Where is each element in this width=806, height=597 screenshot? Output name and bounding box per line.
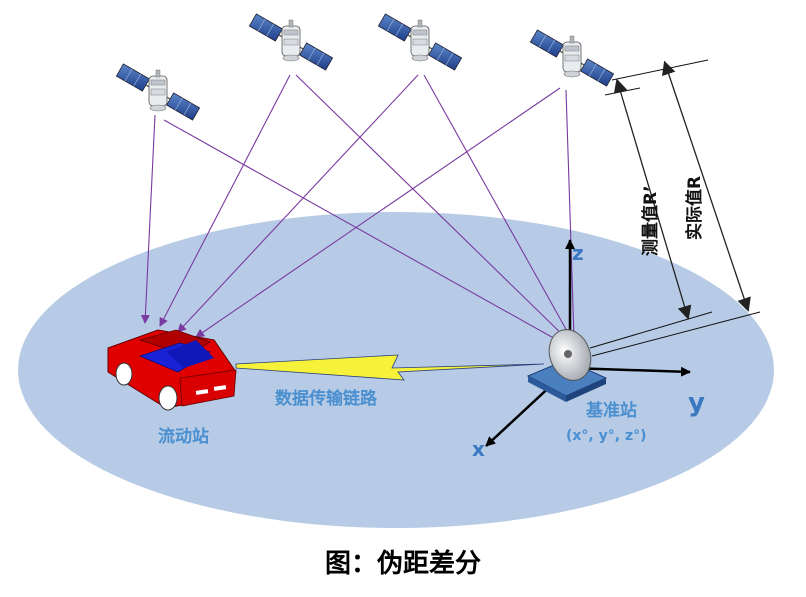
figure-caption: 图：伪距差分 [325, 548, 481, 579]
axis-z-label: z [572, 241, 584, 265]
actual-value-label: 实际值R [684, 176, 705, 240]
measured-value-label: 测量值R’ [640, 185, 661, 256]
satellite-2-icon [248, 13, 334, 71]
axis-x-label: x [472, 437, 485, 461]
base-label: 基准站 [585, 400, 637, 421]
base-station-dish-icon [526, 329, 608, 402]
range-measurement [589, 59, 761, 357]
data-link-label: 数据传输链路 [275, 388, 378, 409]
satellite-4-icon [529, 29, 615, 87]
signal-lines [140, 74, 575, 346]
satellite-1-icon [115, 63, 201, 121]
rover-label: 流动站 [158, 426, 209, 447]
axis-y-label: y [688, 388, 705, 418]
base-coords-label: (x°, y°, z°) [566, 428, 647, 444]
data-link-bolt [235, 354, 545, 381]
satellite-3-icon [377, 13, 463, 71]
rover-car-icon [107, 329, 237, 411]
